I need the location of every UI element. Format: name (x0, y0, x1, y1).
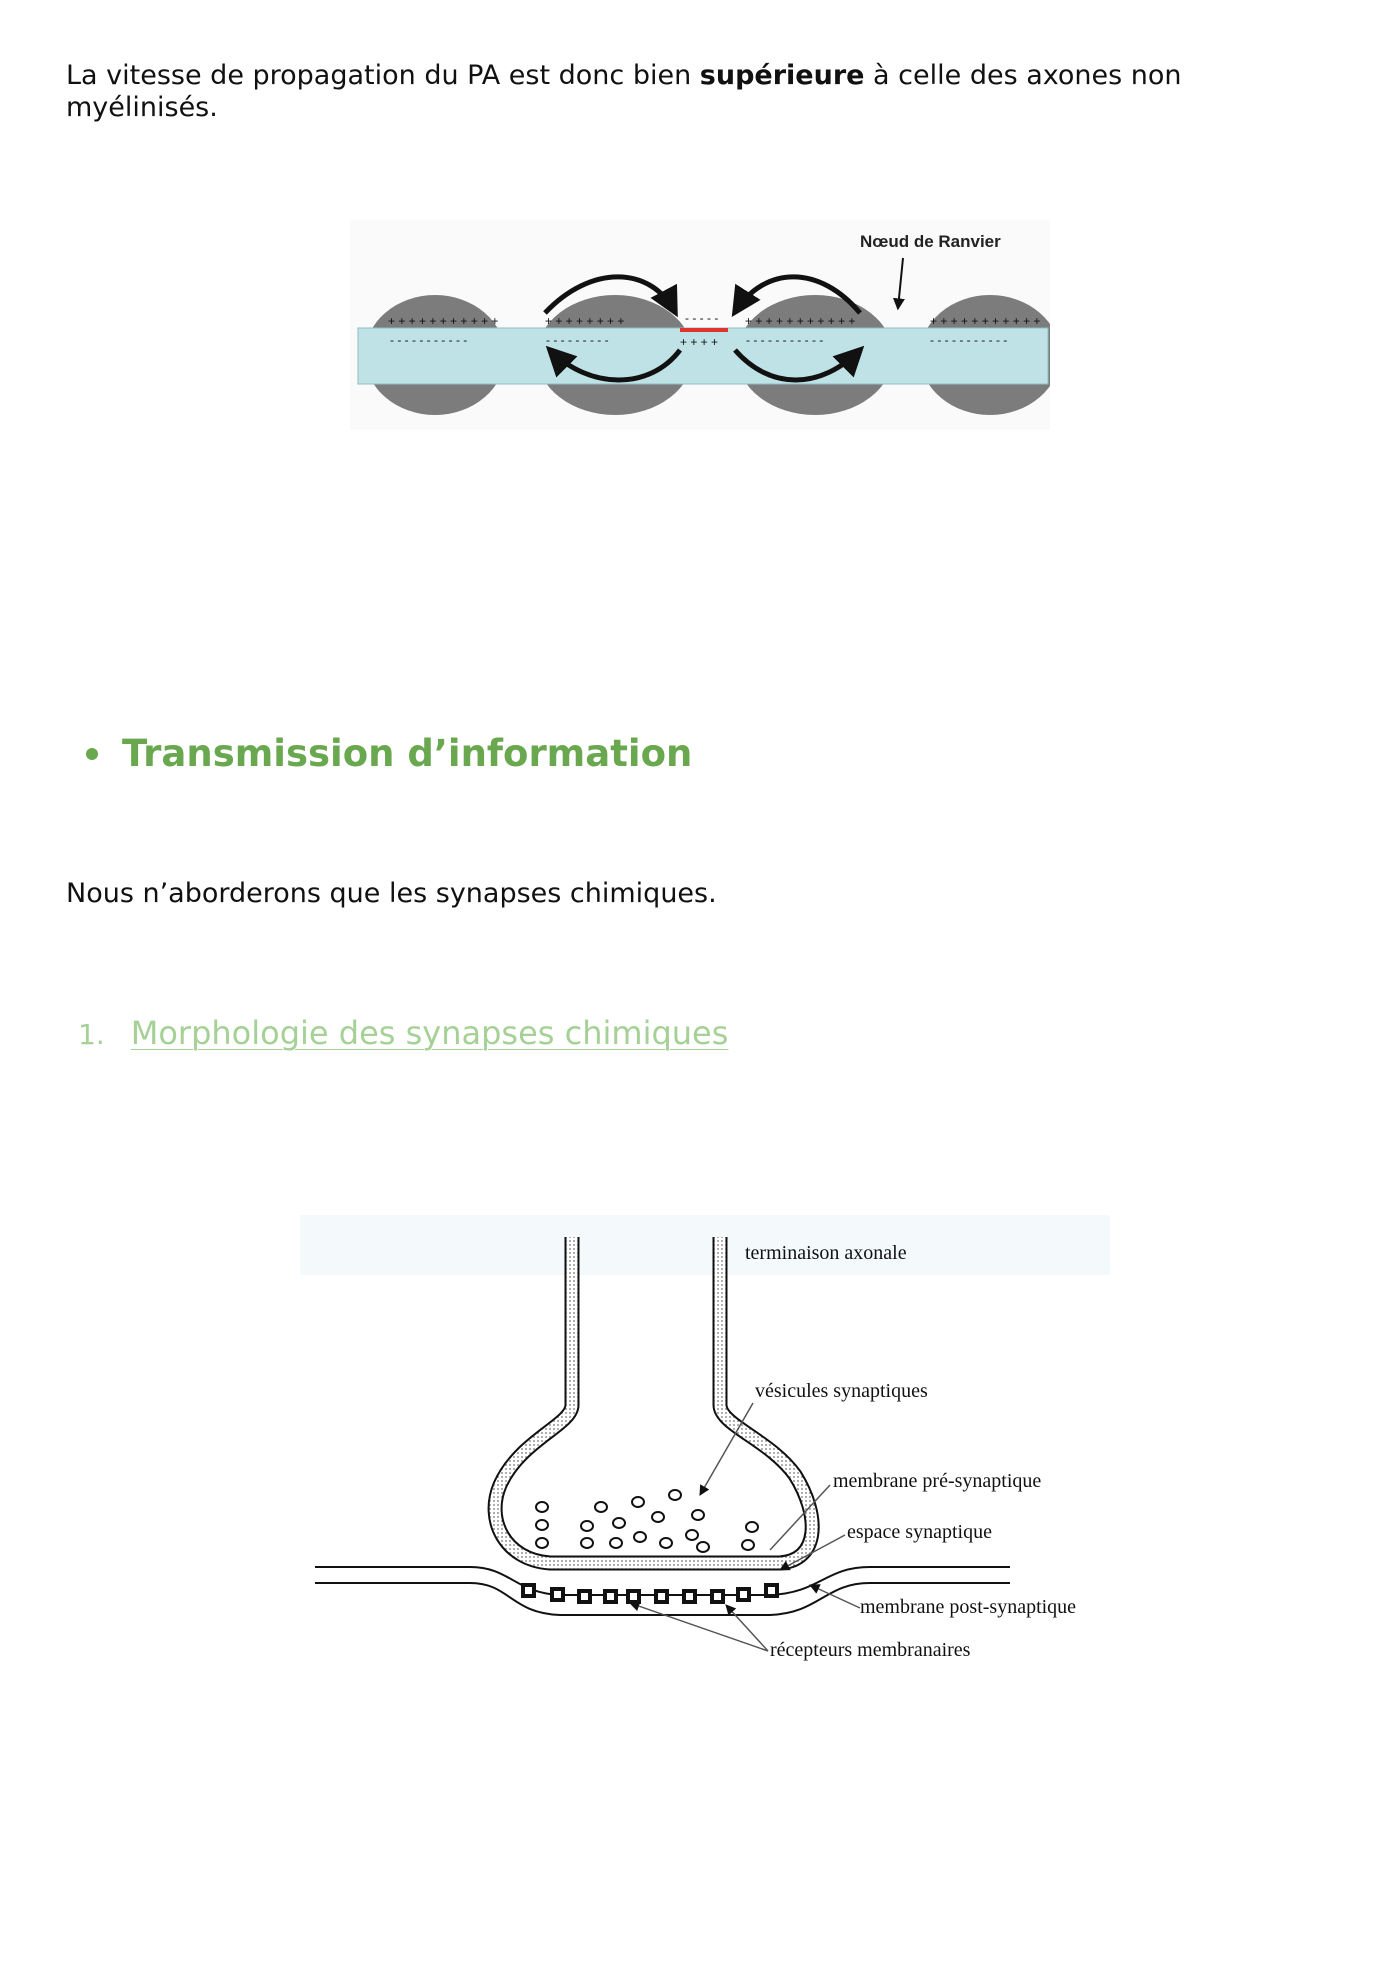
intro-text-start: La vitesse de propagation du PA est donc… (66, 60, 700, 91)
svg-text:- - - - - - - - - - -: - - - - - - - - - - - (930, 333, 1007, 347)
ranvier-node-label: Nœud de Ranvier (860, 232, 1001, 251)
chemical-synapse-diagram: terminaison axonale vésicules synaptique… (300, 1215, 1110, 1661)
bullet-icon (86, 747, 98, 760)
current-arrow (543, 274, 678, 318)
label-pre-synaptic-membrane: membrane pré-synaptique (833, 1470, 1041, 1492)
axon (357, 327, 1049, 385)
membrane-receptors (521, 1583, 779, 1604)
subsection-title-link[interactable]: Morphologie des synapses chimiques (130, 1014, 729, 1052)
label-post-synaptic-membrane: membrane post-synaptique (860, 1596, 1076, 1618)
subsection-heading[interactable]: 1. Morphologie des synapses chimiques (78, 1014, 728, 1052)
svg-text:+ + + +: + + + + (680, 335, 718, 349)
svg-text:- - - - - - - - - - -: - - - - - - - - - - - (390, 333, 467, 347)
svg-text:- - - - - - - - - - -: - - - - - - - - - - - (746, 333, 823, 347)
svg-text:+ + + + + + + + + + +: + + + + + + + + + + + (388, 314, 498, 328)
label-synaptic-vesicles: vésicules synaptiques (755, 1380, 928, 1402)
svg-text:+ + + + + + + + + + +: + + + + + + + + + + + (930, 314, 1040, 328)
label-membrane-receptors: récepteurs membranaires (770, 1639, 971, 1661)
current-arrow (545, 345, 682, 383)
label-synaptic-cleft: espace synaptique (847, 1521, 992, 1543)
current-arrow (733, 345, 865, 383)
svg-text:- - - - - - - - -: - - - - - - - - - (546, 333, 609, 347)
intro-paragraph: La vitesse de propagation du PA est donc… (66, 60, 1266, 124)
intro-text-end: à celle des axones non myélinisés. (66, 60, 1182, 123)
section-heading: Transmission d’information (86, 732, 692, 775)
svg-text:+ + + + + + + + + + +: + + + + + + + + + + + (745, 314, 855, 328)
synapse-note-paragraph: Nous n’aborderons que les synapses chimi… (66, 878, 717, 909)
synaptic-vesicles (535, 1489, 759, 1553)
label-pointer-arrow (892, 257, 905, 311)
intro-bold-word: supérieure (699, 60, 865, 91)
svg-text:+ + + + + + + +: + + + + + + + + (545, 314, 624, 328)
current-arrow (731, 274, 862, 318)
section-heading-text: Transmission d’information (122, 732, 693, 775)
label-axon-terminal: terminaison axonale (745, 1242, 907, 1264)
ranvier-node-diagram: + + + + + + + + + + + + + + + + + + + + … (350, 220, 1050, 430)
subsection-number: 1. (78, 1018, 105, 1051)
svg-text:- - - - -: - - - - - (685, 311, 718, 325)
label-pointers (629, 1402, 861, 1652)
